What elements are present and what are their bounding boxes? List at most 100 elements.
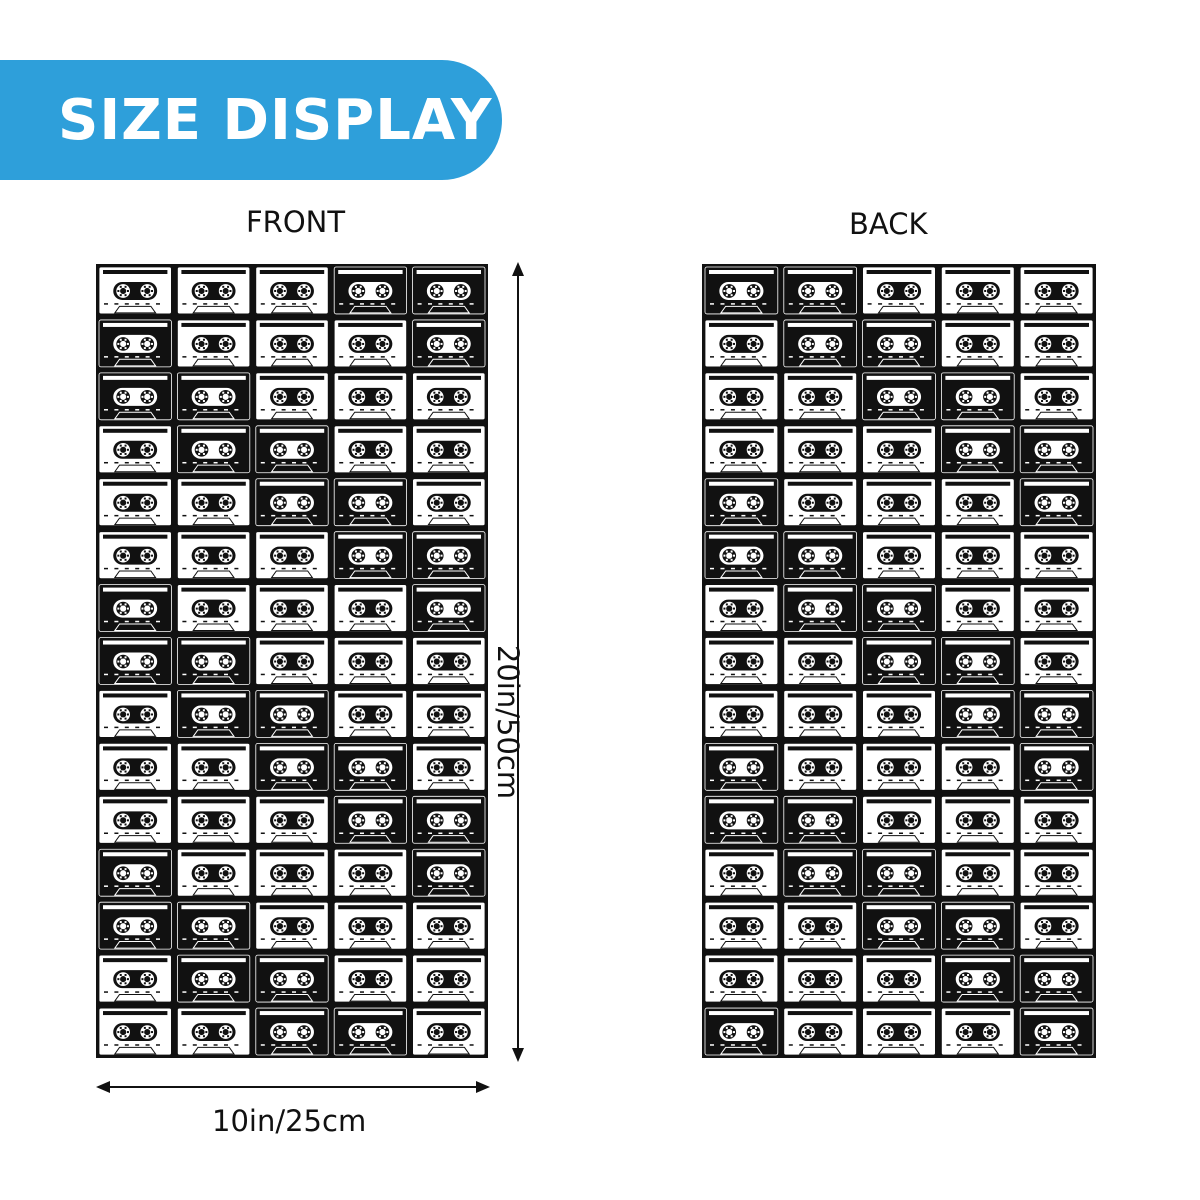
- cassette-tape-icon: [175, 847, 252, 899]
- cassette-tape-icon: [781, 370, 859, 422]
- cassette-tape-icon: [253, 582, 331, 634]
- cassette-tape-icon: [253, 741, 331, 793]
- cassette-tape-icon: [703, 476, 780, 528]
- cassette-tape-icon: [939, 847, 1017, 899]
- cassette-tape-icon: [939, 635, 1017, 687]
- cassette-tape-icon: [939, 529, 1017, 581]
- cassette-tape-icon: [97, 1006, 174, 1057]
- cassette-tape-icon: [703, 688, 780, 740]
- cassette-tape-icon: [410, 1006, 487, 1057]
- cassette-tape-icon: [97, 529, 174, 581]
- cassette-tape-icon: [703, 423, 780, 475]
- cassette-tape-icon: [939, 953, 1017, 1005]
- cassette-tape-icon: [703, 317, 780, 369]
- cassette-tape-icon: [97, 741, 174, 793]
- cassette-tape-icon: [781, 529, 859, 581]
- cassette-tape-icon: [939, 688, 1017, 740]
- cassette-tape-icon: [781, 423, 859, 475]
- cassette-tape-icon: [97, 317, 174, 369]
- cassette-tape-icon: [860, 1006, 938, 1057]
- cassette-tape-icon: [253, 476, 331, 528]
- cassette-tape-icon: [253, 529, 331, 581]
- cassette-tape-icon: [1018, 529, 1095, 581]
- cassette-tape-icon: [1018, 1006, 1095, 1057]
- cassette-tape-icon: [703, 953, 780, 1005]
- cassette-tape-icon: [939, 794, 1017, 846]
- cassette-tape-icon: [703, 900, 780, 952]
- cassette-tape-icon: [939, 582, 1017, 634]
- cassette-tape-icon: [175, 529, 252, 581]
- cassette-tape-icon: [781, 847, 859, 899]
- cassette-tape-icon: [97, 847, 174, 899]
- cassette-tape-icon: [332, 529, 409, 581]
- cassette-tape-icon: [781, 476, 859, 528]
- cassette-tape-icon: [410, 476, 487, 528]
- back-label: BACK: [849, 207, 928, 241]
- cassette-tape-icon: [175, 741, 252, 793]
- cassette-tape-icon: [175, 317, 252, 369]
- cassette-tape-icon: [332, 1006, 409, 1057]
- cassette-tape-icon: [332, 794, 409, 846]
- cassette-tape-icon: [97, 794, 174, 846]
- cassette-tape-icon: [253, 423, 331, 475]
- cassette-tape-icon: [97, 423, 174, 475]
- cassette-tape-icon: [939, 900, 1017, 952]
- cassette-tape-icon: [703, 847, 780, 899]
- cassette-tape-icon: [332, 476, 409, 528]
- cassette-tape-icon: [939, 317, 1017, 369]
- cassette-tape-icon: [410, 370, 487, 422]
- cassette-tape-icon: [939, 423, 1017, 475]
- cassette-tape-icon: [860, 529, 938, 581]
- cassette-tape-icon: [97, 900, 174, 952]
- cassette-tape-icon: [703, 265, 780, 316]
- cassette-tape-icon: [860, 582, 938, 634]
- cassette-tape-icon: [410, 741, 487, 793]
- cassette-tape-icon: [410, 529, 487, 581]
- cassette-tape-icon: [332, 317, 409, 369]
- cassette-tape-icon: [97, 265, 174, 316]
- cassette-tape-icon: [781, 1006, 859, 1057]
- width-label: 10in/25cm: [212, 1104, 367, 1138]
- cassette-tape-icon: [703, 741, 780, 793]
- cassette-tape-icon: [860, 635, 938, 687]
- cassette-tape-icon: [175, 688, 252, 740]
- cassette-tape-icon: [253, 635, 331, 687]
- cassette-tape-icon: [703, 370, 780, 422]
- cassette-pattern: [702, 264, 1096, 1058]
- cassette-tape-icon: [175, 635, 252, 687]
- cassette-tape-icon: [860, 370, 938, 422]
- cassette-tape-icon: [1018, 741, 1095, 793]
- cassette-tape-icon: [253, 900, 331, 952]
- cassette-tape-icon: [253, 370, 331, 422]
- cassette-tape-icon: [1018, 794, 1095, 846]
- cassette-pattern: [96, 264, 488, 1058]
- cassette-tape-icon: [332, 900, 409, 952]
- cassette-tape-icon: [410, 688, 487, 740]
- cassette-tape-icon: [253, 1006, 331, 1057]
- cassette-tape-icon: [939, 1006, 1017, 1057]
- cassette-tape-icon: [410, 847, 487, 899]
- cassette-tape-icon: [1018, 953, 1095, 1005]
- cassette-tape-icon: [175, 582, 252, 634]
- cassette-tape-icon: [703, 794, 780, 846]
- cassette-tape-icon: [860, 423, 938, 475]
- cassette-tape-icon: [175, 953, 252, 1005]
- front-product-image: [96, 264, 488, 1058]
- cassette-tape-icon: [939, 265, 1017, 316]
- cassette-tape-icon: [253, 265, 331, 316]
- cassette-tape-icon: [781, 265, 859, 316]
- cassette-tape-icon: [781, 317, 859, 369]
- cassette-tape-icon: [703, 582, 780, 634]
- cassette-tape-icon: [939, 370, 1017, 422]
- width-dimension-arrow: [96, 1081, 490, 1093]
- cassette-tape-icon: [97, 582, 174, 634]
- cassette-tape-icon: [410, 582, 487, 634]
- cassette-tape-icon: [253, 847, 331, 899]
- cassette-tape-icon: [97, 635, 174, 687]
- cassette-tape-icon: [97, 688, 174, 740]
- front-label: FRONT: [246, 205, 346, 239]
- cassette-tape-icon: [97, 953, 174, 1005]
- cassette-tape-icon: [1018, 582, 1095, 634]
- cassette-tape-icon: [703, 529, 780, 581]
- cassette-tape-icon: [97, 476, 174, 528]
